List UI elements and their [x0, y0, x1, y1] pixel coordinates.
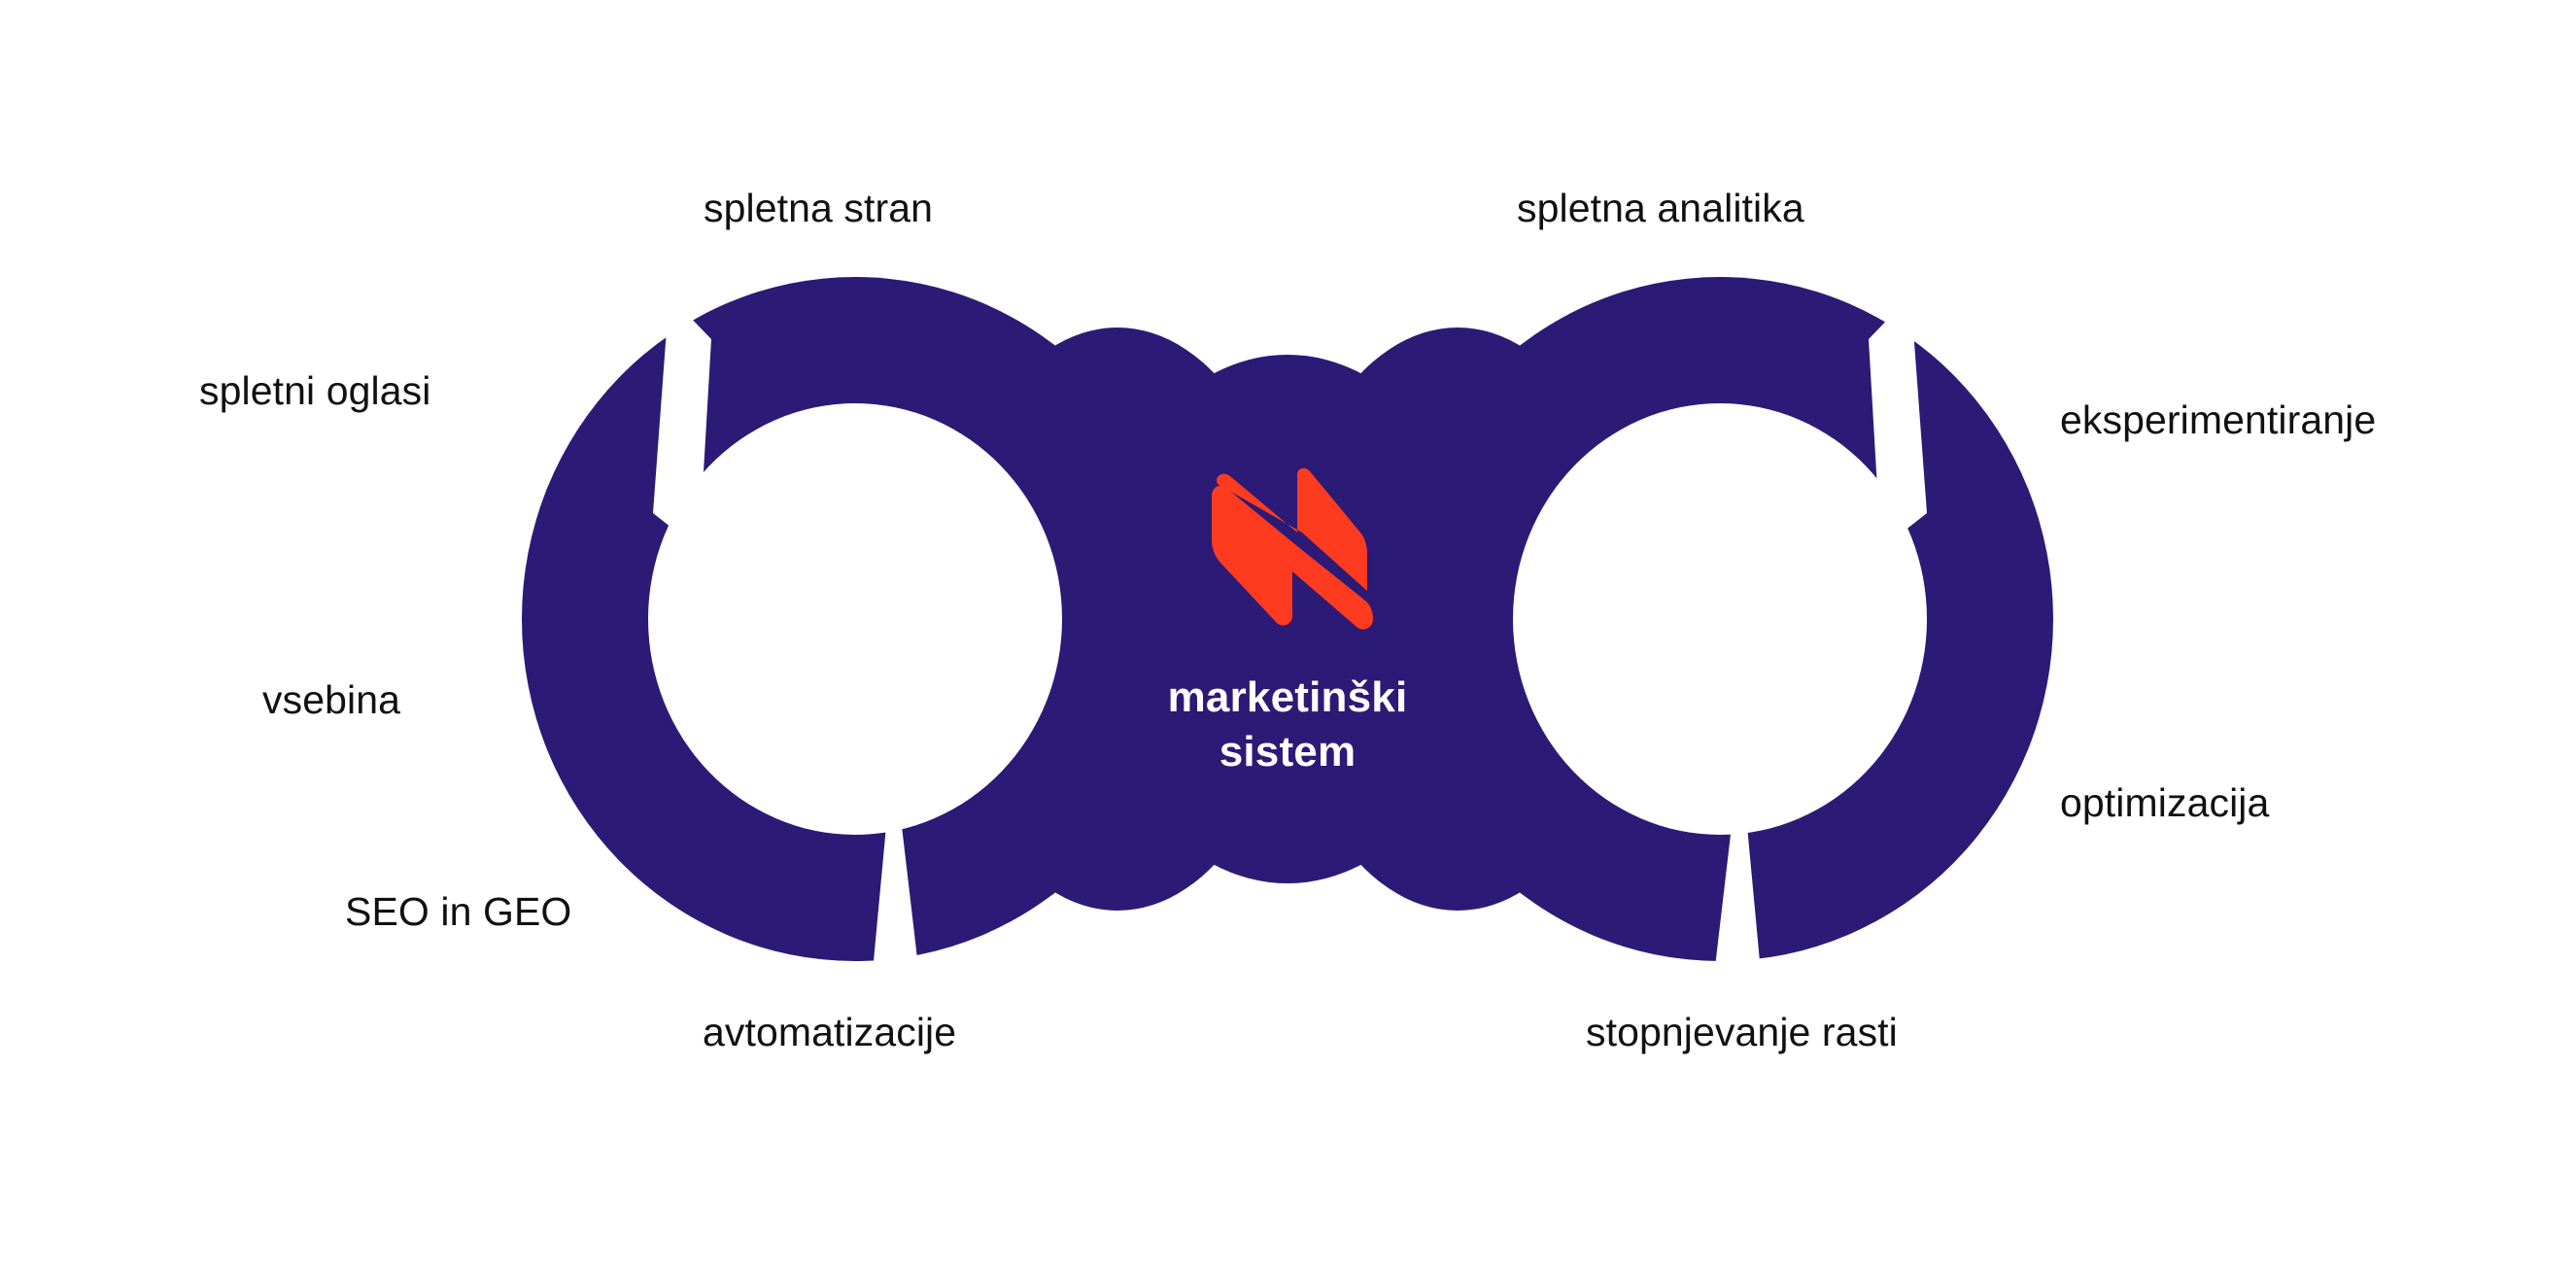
label-vsebina: vsebina [262, 677, 401, 722]
label-avtomatizacije: avtomatizacije [703, 1010, 957, 1054]
label-stopnjevanje-rasti: stopnjevanje rasti [1586, 1010, 1898, 1054]
label-optimizacija: optimizacija [2060, 780, 2270, 825]
center-title-line2: sistem [1219, 728, 1357, 776]
label-spletna-analitika: spletna analitika [1517, 186, 1804, 230]
label-spletna-stran: spletna stran [704, 186, 934, 230]
label-seo-in-geo: SEO in GEO [345, 889, 572, 934]
center-title-line1: marketinški [1167, 673, 1408, 721]
label-spletni-oglasi: spletni oglasi [199, 368, 431, 413]
brand-m-mark-icon [1212, 467, 1373, 630]
center-title: marketinški sistem [1035, 671, 1540, 780]
label-eksperimentiranje: eksperimentiranje [2060, 397, 2377, 442]
